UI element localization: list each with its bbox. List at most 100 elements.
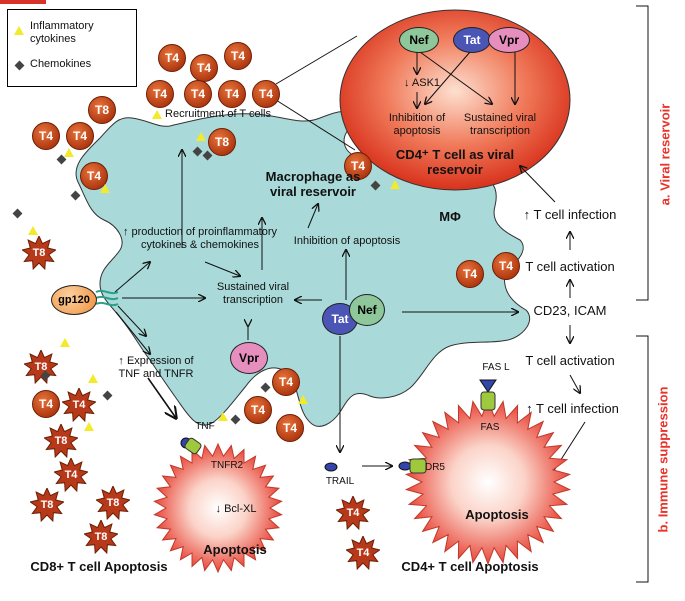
arrow <box>147 377 176 418</box>
cytokine-icon <box>298 395 308 404</box>
cytokine-icon <box>152 110 162 119</box>
cytokine-icon <box>100 184 110 193</box>
bracket-immune-suppression <box>636 335 649 583</box>
cytokine-icon <box>28 226 38 235</box>
t4-cell: T4 <box>190 54 218 82</box>
t4-star-cell: T4 <box>336 496 370 530</box>
t8-cell: T8 <box>88 96 116 124</box>
tcell-infection-bottom: ↑ T cell infection <box>526 401 619 416</box>
nef-protein-mac: Nef <box>349 294 385 326</box>
t8-star-cell: T8 <box>96 486 130 520</box>
t4-cell: T4 <box>218 80 246 108</box>
arrow <box>307 204 318 229</box>
t4-cell: T4 <box>244 396 272 424</box>
proinflammatory-label: ↑ production of proinflammatory cytokine… <box>122 226 278 251</box>
arrow <box>114 262 150 293</box>
fasl-ligand <box>479 379 497 393</box>
tat-protein: Tat <box>453 27 491 53</box>
cytokine-icon <box>60 338 70 347</box>
t4-cell: T4 <box>252 80 280 108</box>
cytokine-icon <box>14 26 24 35</box>
t8-cell: T8 <box>208 128 236 156</box>
t4-cell: T4 <box>66 122 94 150</box>
fasl-label: FAS L <box>482 362 510 373</box>
trail-label: TRAIL <box>325 476 355 487</box>
macrophage-title: Macrophage as viral reservoir <box>265 169 361 199</box>
cd4-apoptosis-caption: CD4+ T cell Apoptosis <box>401 559 539 574</box>
t8-star-cell: T8 <box>30 488 64 522</box>
t4-cell: T4 <box>32 122 60 150</box>
t4-cell: T4 <box>184 80 212 108</box>
cytokine-icon <box>88 374 98 383</box>
gp120-protein: gp120 <box>51 285 97 315</box>
arrow <box>204 261 240 276</box>
trail-bound <box>398 461 412 471</box>
cytokine-icon <box>390 180 400 189</box>
ask1-label: ↓ ASK1 <box>403 77 441 89</box>
t4-cell: T4 <box>492 252 520 280</box>
apoptosis-burst-left <box>153 442 283 574</box>
arrow <box>115 311 150 354</box>
t4-cell: T4 <box>146 80 174 108</box>
tcell-activation-top: T cell activation <box>525 259 615 274</box>
chemokine-icon <box>14 60 25 71</box>
arrow <box>419 51 492 104</box>
sustained-transcription-label: Sustained viral transcription <box>463 112 537 137</box>
legend-chemokines-label: Chemokines <box>30 58 92 70</box>
tnfr2-receptor <box>184 437 202 455</box>
t4-star-cell: T4 <box>62 388 96 422</box>
vpr-protein-mac: Vpr <box>230 342 268 374</box>
cytokine-icon <box>84 422 94 431</box>
cytokine-icon <box>64 148 74 157</box>
bracket-viral-reservoir <box>636 5 649 301</box>
cytokine-icon <box>218 412 228 421</box>
cd23-icam-label: CD23, ICAM <box>533 303 607 318</box>
tnfr2-label: TNFR2 <box>210 460 244 471</box>
corner-tab <box>0 0 46 4</box>
connector-line <box>275 35 358 85</box>
tnf-expression-label: ↑ Expression of TNF and TNFR <box>118 355 194 380</box>
mphi-label: MΦ <box>439 209 461 224</box>
arrow <box>520 166 556 203</box>
vpr-protein: Vpr <box>488 27 530 53</box>
arrow <box>425 51 471 104</box>
t8-star-cell: T8 <box>84 520 118 554</box>
t4-star-cell: T4 <box>346 536 380 570</box>
macrophage-body <box>75 111 531 427</box>
arrow <box>569 374 580 393</box>
t4-star-cell: T4 <box>54 458 88 492</box>
tnf-label: TNF <box>195 421 215 432</box>
fas-receptor <box>480 391 496 411</box>
arrow <box>117 305 146 336</box>
legend: Inflammatory cytokines Chemokines <box>7 9 137 87</box>
t4-cell: T4 <box>272 368 300 396</box>
gp120-binding <box>95 289 119 307</box>
t4-cell: T4 <box>456 260 484 288</box>
cd4-reservoir-title: CD4⁺ T cell as viral reservoir <box>395 147 515 177</box>
connector-line <box>275 99 356 151</box>
t4-cell: T4 <box>32 390 60 418</box>
cd8-apoptosis-caption: CD8+ T cell Apoptosis <box>30 559 168 574</box>
bclxl-label: ↓ Bcl-XL <box>215 503 257 515</box>
t8-star-cell: T8 <box>24 350 58 384</box>
apoptosis-left-label: Apoptosis <box>203 542 267 557</box>
t4-cell: T4 <box>344 152 372 180</box>
trail-ligand <box>324 462 338 472</box>
apoptosis-right-label: Apoptosis <box>465 507 529 522</box>
t8-star-cell: T8 <box>22 236 56 270</box>
dr5-label: DR5 <box>424 462 445 473</box>
fas-label: FAS <box>480 422 500 433</box>
tcell-infection-top: ↑ T cell infection <box>523 207 617 222</box>
inhibition-apoptosis-mac-label: Inhibition of apoptosis <box>293 235 401 247</box>
cd4-reservoir-circle <box>339 9 571 191</box>
t8-star-cell: T8 <box>44 424 78 458</box>
t4-cell: T4 <box>224 42 252 70</box>
side-label-viral-reservoir: a. Viral reservoir <box>657 103 673 206</box>
cytokine-icon <box>196 132 206 141</box>
inhibition-apoptosis-label: Inhibition of apoptosis <box>388 112 446 137</box>
t4-cell: T4 <box>158 44 186 72</box>
dr5-receptor <box>409 458 427 474</box>
apoptosis-burst-right <box>404 398 572 566</box>
legend-inflammatory-label: Inflammatory cytokines <box>30 20 94 45</box>
